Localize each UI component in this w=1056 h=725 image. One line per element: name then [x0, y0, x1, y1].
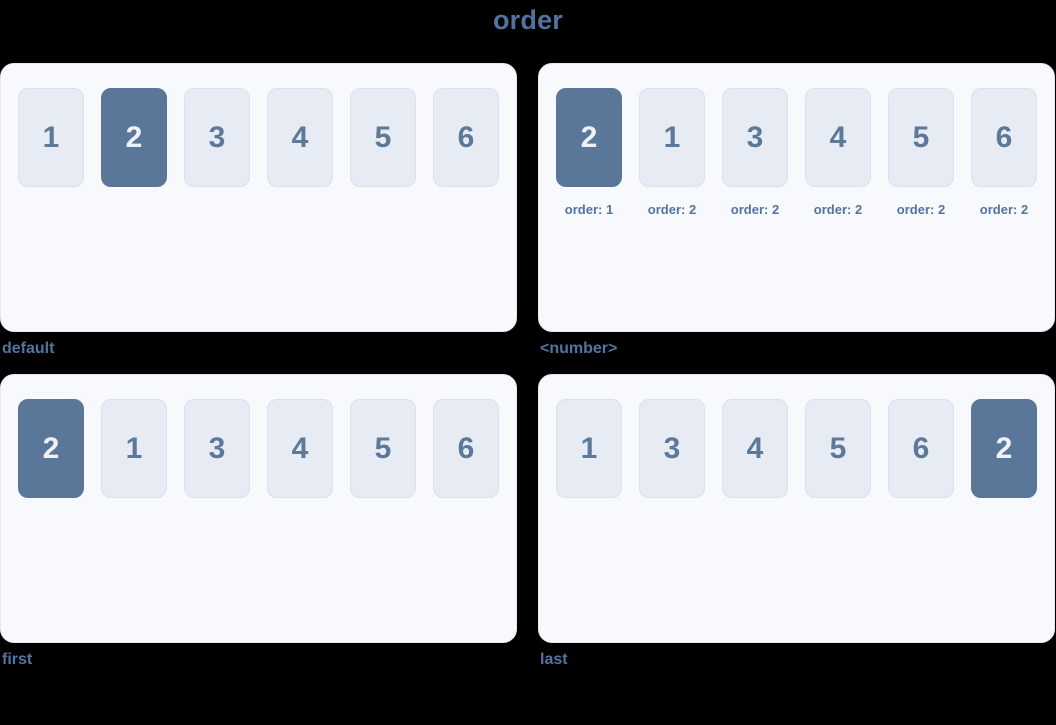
panel-caption-number: <number> — [540, 340, 618, 357]
flex-item-box-highlighted: 2 — [18, 399, 84, 498]
flex-item: 4 — [722, 399, 788, 498]
flex-item-box: 6 — [433, 399, 499, 498]
order-value-label: order: 2 — [730, 202, 780, 217]
example-cell-first: 2 1 3 4 5 6 — [0, 374, 517, 669]
flex-item-box: 4 — [267, 88, 333, 187]
order-value-label: order: 2 — [979, 202, 1029, 217]
flex-item: 5 — [350, 88, 416, 187]
page-title: order — [492, 5, 564, 35]
flex-item-box: 1 — [101, 399, 167, 498]
panel-caption-default: default — [2, 340, 55, 357]
flex-item: 4 — [267, 88, 333, 187]
example-cell-last: 1 3 4 5 6 2 — [538, 374, 1055, 669]
flex-item: 5 — [350, 399, 416, 498]
flex-item-box: 5 — [350, 88, 416, 187]
panel-default: 1 2 3 4 5 6 — [0, 63, 517, 332]
examples-grid: 1 2 3 4 5 6 — [0, 63, 1056, 669]
panel-caption-last: last — [540, 651, 568, 668]
flex-item-box: 6 — [433, 88, 499, 187]
flex-item-box: 1 — [639, 88, 705, 187]
panel-first: 2 1 3 4 5 6 — [0, 374, 517, 643]
flex-item-box-highlighted: 2 — [971, 399, 1037, 498]
flex-item: 6 order: 2 — [971, 88, 1037, 217]
flex-item: 1 — [556, 399, 622, 498]
flex-item-box-highlighted: 2 — [556, 88, 622, 187]
flex-item: 3 — [184, 88, 250, 187]
flex-item: 3 — [184, 399, 250, 498]
flex-item-box: 5 — [888, 88, 954, 187]
flex-item: 6 — [433, 88, 499, 187]
flex-item-box: 3 — [722, 88, 788, 187]
flex-item-box: 4 — [267, 399, 333, 498]
panel-caption-first: first — [2, 651, 33, 668]
flex-container: 1 2 3 4 5 6 — [18, 88, 500, 187]
flex-container: 2 1 3 4 5 6 — [18, 399, 500, 498]
flex-item: 5 — [805, 399, 871, 498]
panel-number: 2 order: 1 1 order: 2 3 order: 2 4 order… — [538, 63, 1055, 332]
flex-item: 4 — [267, 399, 333, 498]
panel-last: 1 3 4 5 6 2 — [538, 374, 1055, 643]
flex-item: 6 — [433, 399, 499, 498]
order-value-label: order: 1 — [564, 202, 614, 217]
flex-item-box: 4 — [805, 88, 871, 187]
flex-item-box: 3 — [639, 399, 705, 498]
flex-container: 2 order: 1 1 order: 2 3 order: 2 4 order… — [556, 88, 1038, 217]
flex-item: 4 order: 2 — [805, 88, 871, 217]
order-value-label: order: 2 — [813, 202, 863, 217]
flex-item-box: 6 — [888, 399, 954, 498]
flex-item-box: 6 — [971, 88, 1037, 187]
order-value-label: order: 2 — [647, 202, 697, 217]
flex-item-box: 1 — [556, 399, 622, 498]
flex-item-box: 3 — [184, 88, 250, 187]
flex-item: 3 — [639, 399, 705, 498]
flex-item-box: 5 — [805, 399, 871, 498]
flex-item: 2 — [18, 399, 84, 498]
flex-item: 2 — [101, 88, 167, 187]
flex-item-box: 1 — [18, 88, 84, 187]
flex-container: 1 3 4 5 6 2 — [556, 399, 1038, 498]
flex-item-box: 3 — [184, 399, 250, 498]
flex-item: 1 order: 2 — [639, 88, 705, 217]
order-value-label: order: 2 — [896, 202, 946, 217]
flex-item: 3 order: 2 — [722, 88, 788, 217]
flex-item-box: 5 — [350, 399, 416, 498]
flex-item: 2 order: 1 — [556, 88, 622, 217]
flex-item: 1 — [18, 88, 84, 187]
flex-item: 2 — [971, 399, 1037, 498]
example-cell-number: 2 order: 1 1 order: 2 3 order: 2 4 order… — [538, 63, 1055, 358]
flex-item-box-highlighted: 2 — [101, 88, 167, 187]
flex-item: 6 — [888, 399, 954, 498]
flex-item: 5 order: 2 — [888, 88, 954, 217]
flex-item: 1 — [101, 399, 167, 498]
flex-item-box: 4 — [722, 399, 788, 498]
example-cell-default: 1 2 3 4 5 6 — [0, 63, 517, 358]
